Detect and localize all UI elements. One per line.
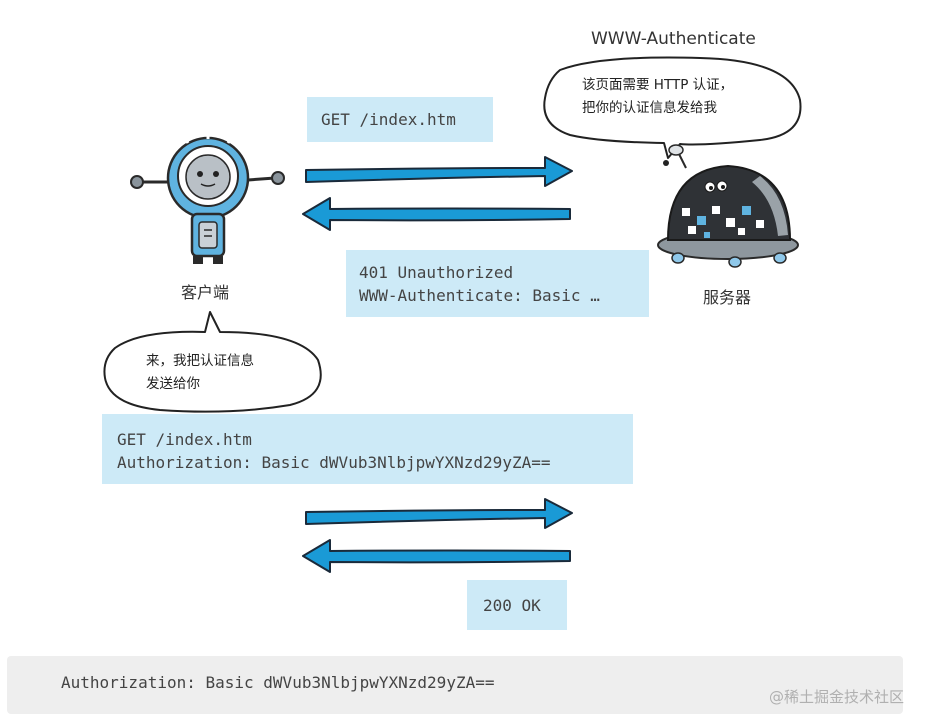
response-1-box: 401 Unauthorized WWW-Authenticate: Basic… bbox=[346, 250, 649, 317]
client-bubble-line-1: 来，我把认证信息 bbox=[146, 353, 254, 369]
response-2-line-1: 200 OK bbox=[483, 596, 541, 615]
arrow-request-2 bbox=[305, 498, 573, 529]
footer-code-text: Authorization: Basic dWVub3NlbjpwYXNzd29… bbox=[61, 673, 495, 692]
request-2-box: GET /index.htm Authorization: Basic dWVu… bbox=[102, 414, 633, 484]
www-authenticate-label: WWW-Authenticate bbox=[591, 29, 756, 49]
server-label: 服务器 bbox=[703, 288, 752, 307]
request-1-box: GET /index.htm bbox=[307, 97, 493, 142]
watermark: @稀土掘金技术社区 bbox=[768, 688, 904, 706]
arrow-request-1 bbox=[305, 156, 573, 187]
request-2-line-1: GET /index.htm bbox=[117, 430, 252, 449]
server-bubble-line-2: 把你的认证信息发给我 bbox=[582, 100, 717, 116]
arrow-response-1 bbox=[302, 197, 571, 231]
client-label: 客户端 bbox=[181, 283, 230, 302]
response-1-line-1: 401 Unauthorized bbox=[359, 263, 514, 282]
response-2-box: 200 OK bbox=[467, 580, 567, 630]
client-speech-bubble bbox=[103, 311, 322, 413]
server-bubble-line-1: 该页面需要 HTTP 认证， bbox=[582, 77, 734, 93]
server-speech-bubble bbox=[543, 56, 802, 166]
footer-code-bar: Authorization: Basic dWVub3NlbjpwYXNzd29… bbox=[7, 656, 903, 714]
request-2-line-2: Authorization: Basic dWVub3NlbjpwYXNzd29… bbox=[117, 453, 551, 472]
client-robot-icon bbox=[130, 134, 285, 264]
client-bubble-line-2: 发送给你 bbox=[146, 376, 200, 392]
response-1-line-2: WWW-Authenticate: Basic … bbox=[359, 286, 600, 305]
request-1-line-1: GET /index.htm bbox=[321, 110, 456, 129]
server-robot-icon bbox=[657, 144, 799, 268]
arrow-response-2 bbox=[302, 539, 571, 573]
